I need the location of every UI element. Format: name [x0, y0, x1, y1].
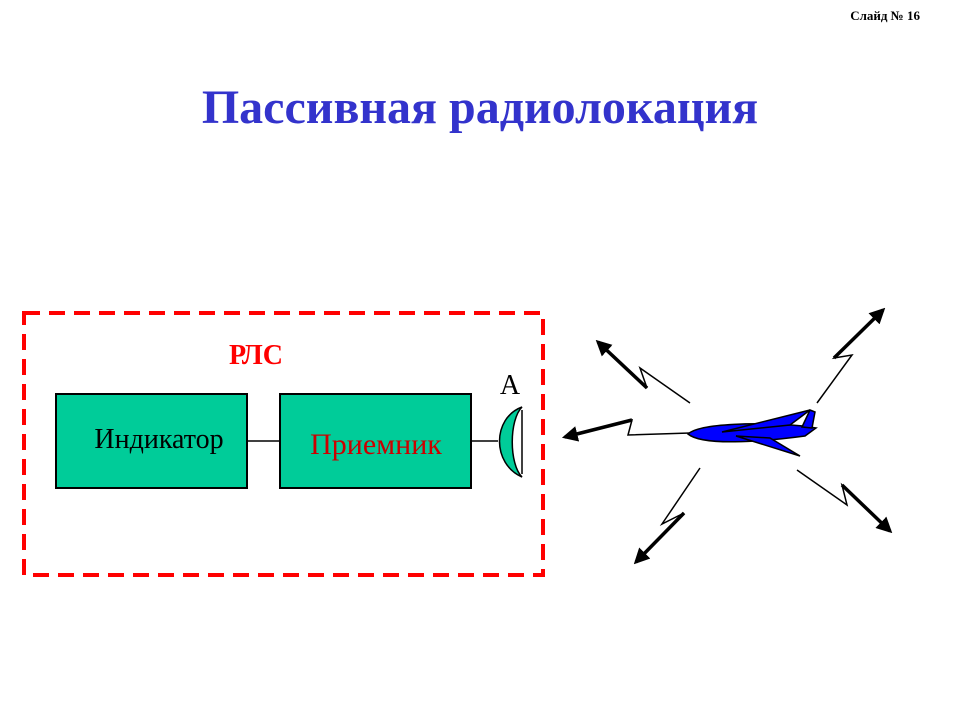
receiver-block — [279, 393, 472, 489]
parabolic-antenna-icon — [498, 406, 523, 478]
radar-station-label: РЛС — [229, 340, 283, 371]
slide-number: Слайд № 16 — [850, 8, 920, 23]
page-title: Пассивная радиолокация — [201, 81, 759, 134]
indicator-block — [55, 393, 248, 489]
antenna-label: А — [500, 370, 521, 401]
lightning-arrow-icon — [595, 339, 691, 404]
radar-station-frame — [22, 311, 545, 577]
lightning-arrow-icon — [561, 418, 691, 442]
lightning-arrow-icon — [816, 307, 886, 404]
lightning-arrow-icon — [633, 467, 701, 565]
indicator-label: Индикатор — [94, 424, 223, 455]
lightning-arrow-icon — [796, 469, 893, 534]
airplane-icon — [686, 409, 818, 457]
receiver-label: Приемник — [310, 428, 442, 461]
